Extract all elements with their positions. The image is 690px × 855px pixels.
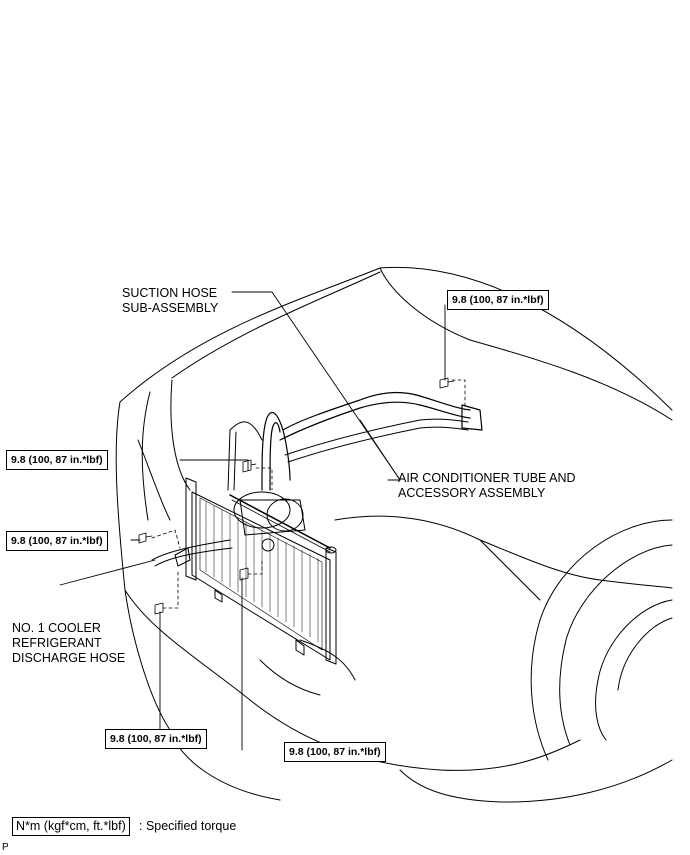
discharge-hose-label-line2: REFRIGERANT xyxy=(12,636,102,650)
torque-callout-top-right: 9.8 (100, 87 in.*lbf) xyxy=(447,290,549,310)
torque-callout-bottom-left: 9.8 (100, 87 in.*lbf) xyxy=(105,729,207,749)
condenser-core xyxy=(185,477,337,665)
discharge-hose-label-line1: NO. 1 COOLER xyxy=(12,621,101,635)
bolt-icons xyxy=(138,377,455,615)
torque-callout-discharge: 9.8 (100, 87 in.*lbf) xyxy=(6,531,108,551)
discharge-hose xyxy=(151,539,233,567)
ac-tube-label-line1: AIR CONDITIONER TUBE AND xyxy=(398,471,576,485)
vehicle-body-outline xyxy=(115,266,673,803)
torque-callout-bottom-center: 9.8 (100, 87 in.*lbf) xyxy=(284,742,386,762)
suction-hose xyxy=(261,391,483,491)
suction-hose-label-line1: SUCTION HOSE xyxy=(122,286,218,300)
suction-hose-label: SUCTION HOSE SUB-ASSEMBLY xyxy=(122,286,218,316)
dashed-leaders xyxy=(151,379,466,609)
suction-hose-label-line2: SUB-ASSEMBLY xyxy=(122,301,219,315)
torque-legend-description: : Specified torque xyxy=(139,819,237,833)
discharge-hose-label-line3: DISCHARGE HOSE xyxy=(12,651,126,665)
torque-callout-compressor: 9.8 (100, 87 in.*lbf) xyxy=(6,450,108,470)
leader-lines xyxy=(59,291,446,751)
corner-mark: P xyxy=(2,842,9,853)
ac-tube-label-line2: ACCESSORY ASSEMBLY xyxy=(398,486,546,500)
torque-unit-legend-box: N*m (kgf*cm, ft.*lbf) xyxy=(12,817,130,836)
compressor xyxy=(229,491,331,553)
ac-tube-label: AIR CONDITIONER TUBE AND ACCESSORY ASSEM… xyxy=(398,471,576,501)
discharge-hose-label: NO. 1 COOLER REFRIGERANT DISCHARGE HOSE xyxy=(12,621,125,666)
